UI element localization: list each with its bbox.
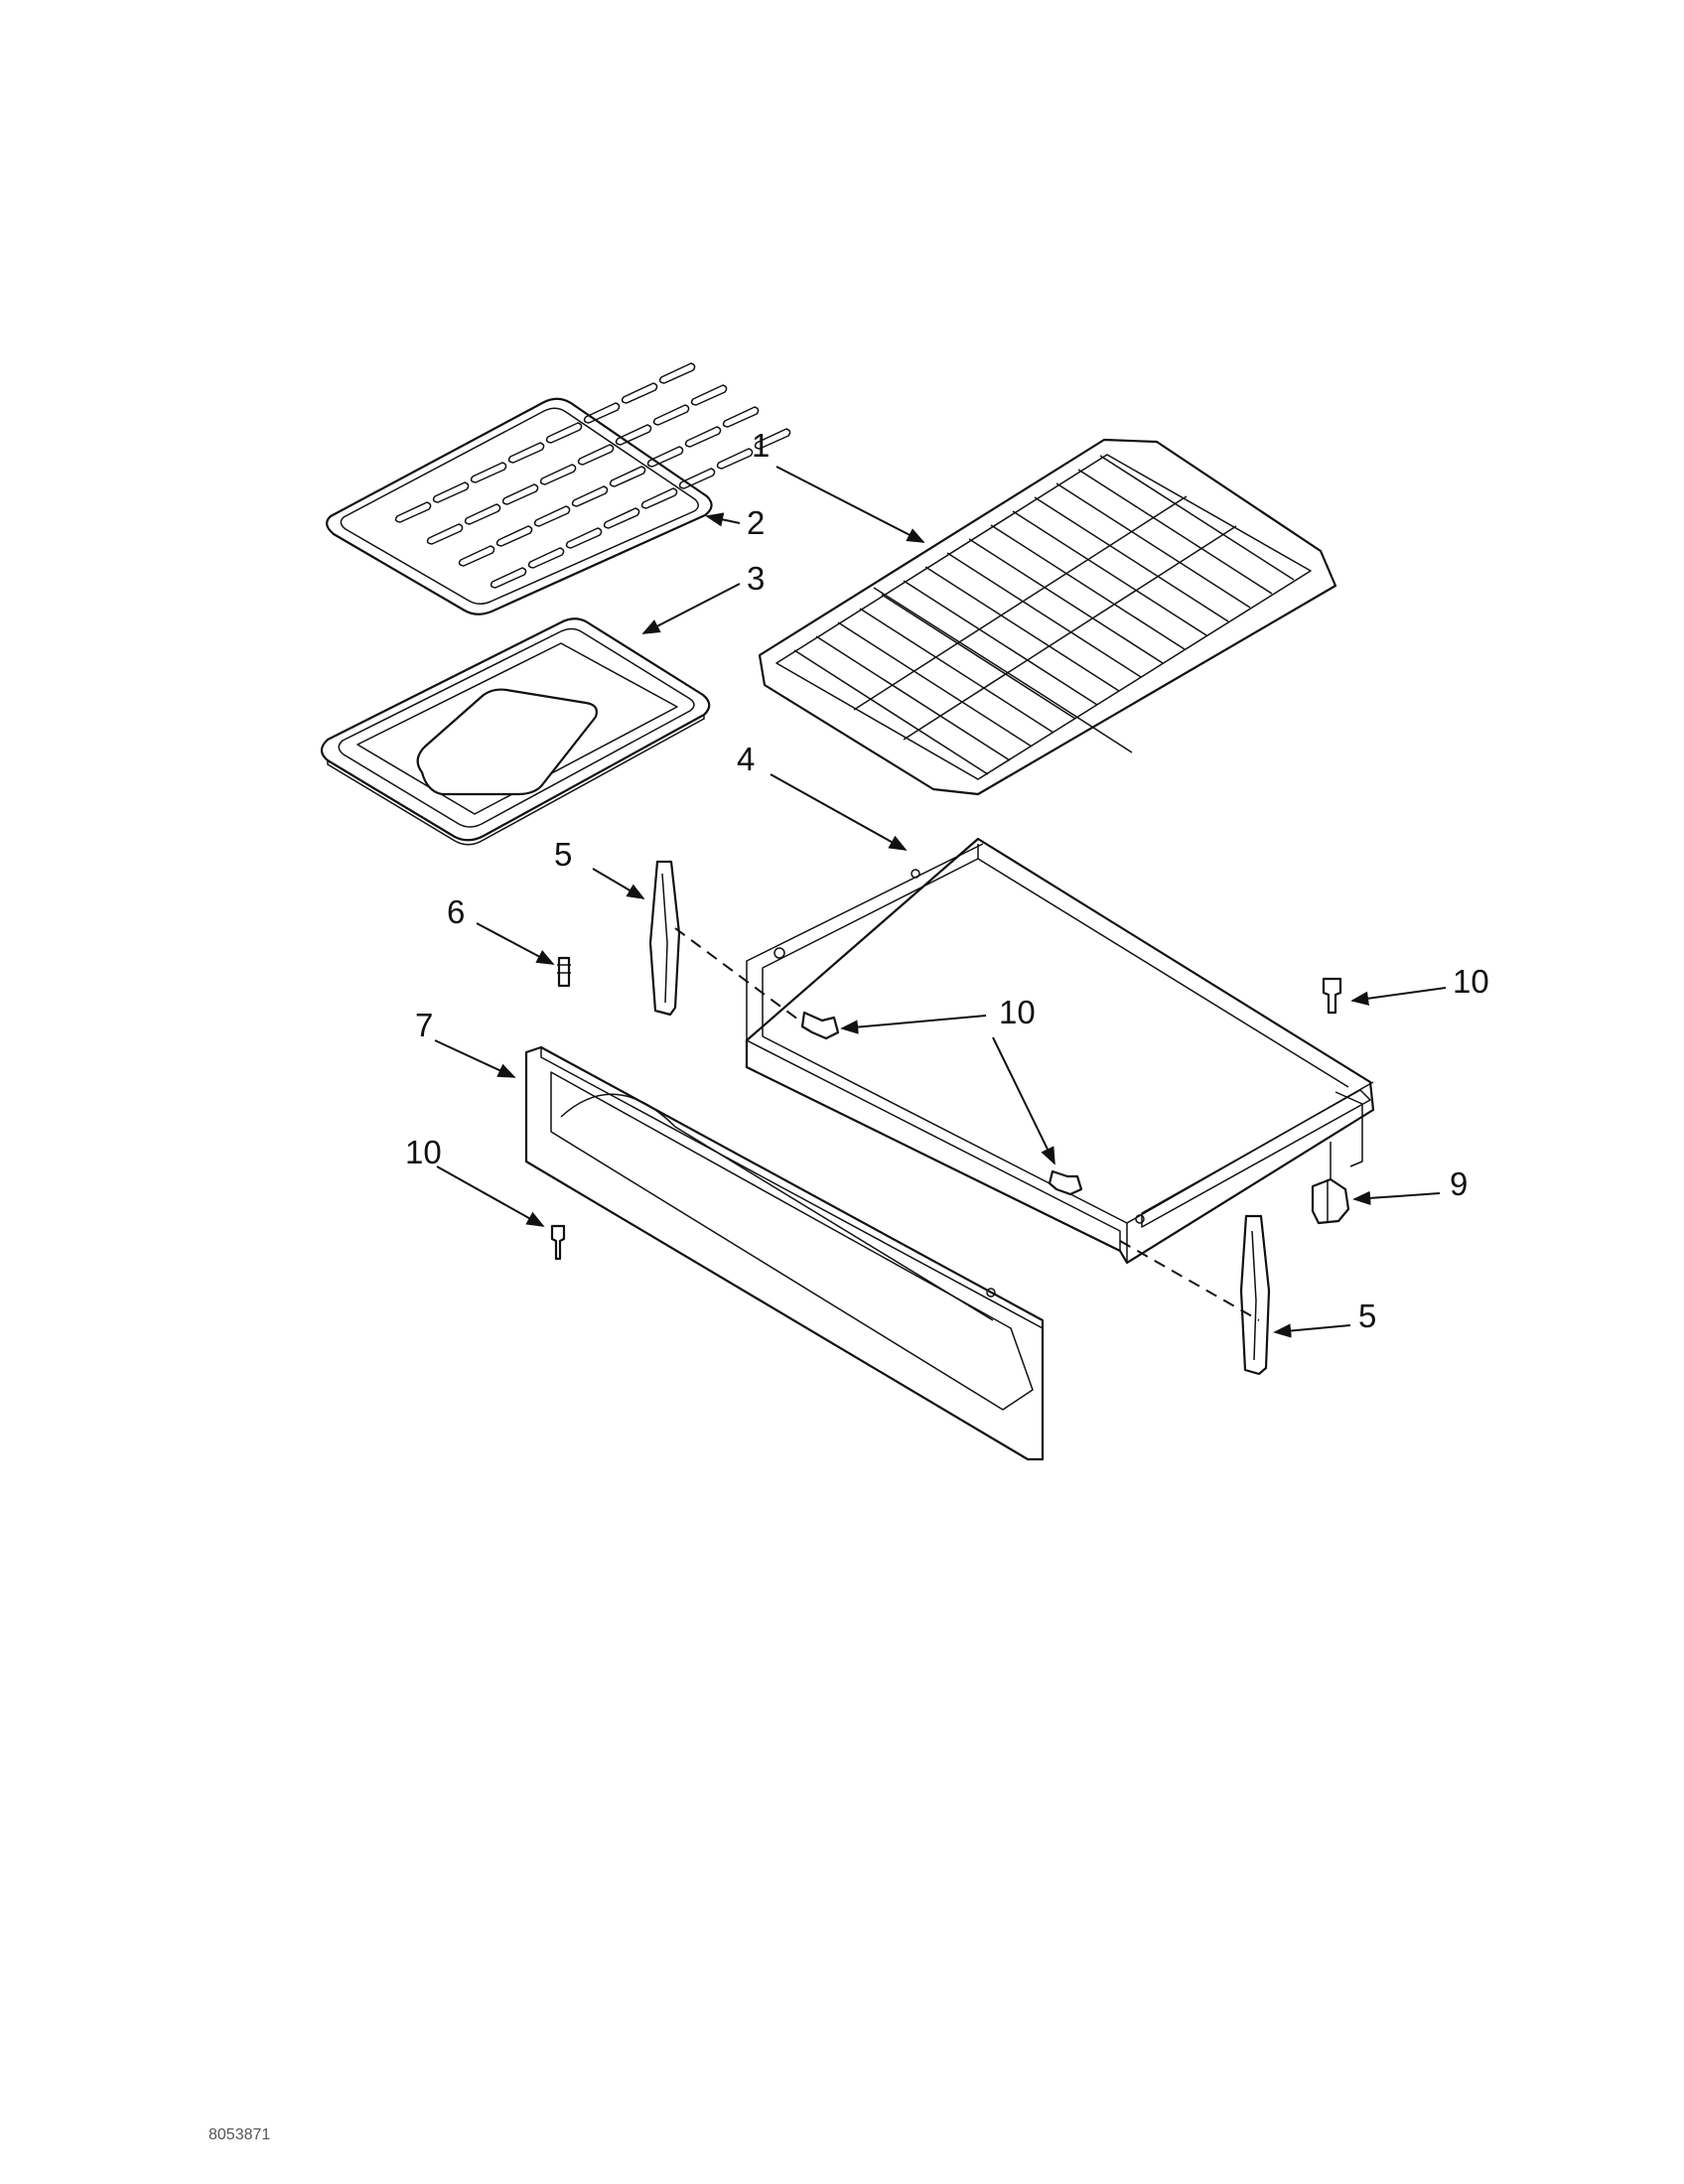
callout-10-center: 10 [999, 994, 1036, 1030]
callout-9: 9 [1450, 1165, 1468, 1202]
rack-wire [1099, 455, 1295, 581]
callout-3: 3 [747, 560, 765, 597]
rack-wire [968, 538, 1164, 664]
grid-slot [678, 468, 716, 489]
rack-wire [903, 580, 1098, 706]
grid-slot [527, 547, 565, 569]
callout-4: 4 [737, 741, 755, 777]
rack-wire [815, 635, 1011, 761]
grid-slot [615, 424, 652, 446]
storage-drawer-body [745, 837, 1375, 1265]
callout-10-left: 10 [405, 1134, 442, 1170]
grid-slot [458, 545, 495, 567]
grid-slot [426, 523, 464, 545]
drawer-slide-left [648, 860, 681, 1017]
grid-slot [545, 422, 583, 444]
callout-2: 2 [747, 504, 765, 541]
screw-lower-center [1048, 1169, 1083, 1196]
screw-lower-left [550, 1224, 566, 1261]
grid-slot [571, 485, 609, 507]
leader-lines [434, 466, 1447, 1338]
grid-slot [754, 428, 791, 450]
grid-slot [716, 448, 754, 470]
grid-slot [394, 501, 432, 523]
broiler-pan [320, 617, 711, 846]
rack-wire [1077, 469, 1273, 595]
grid-slot [470, 462, 507, 483]
grid-slot [722, 406, 760, 428]
grid-slot [621, 382, 658, 404]
drawer-stop-part-9 [1311, 1142, 1350, 1225]
rack-wire [837, 621, 1033, 748]
grid-slot [640, 487, 678, 509]
rack-wire [924, 566, 1120, 692]
screw-right-upper [1322, 977, 1342, 1015]
drawer-slide-right [1239, 1214, 1271, 1376]
grid-slot [432, 481, 470, 503]
grid-slot [533, 505, 571, 527]
callout-6: 6 [447, 893, 465, 930]
rack-wire [793, 649, 989, 775]
oven-rack [758, 438, 1337, 796]
rack-wire [990, 524, 1186, 650]
rack-wire [859, 608, 1054, 734]
callout-5-left: 5 [554, 836, 572, 873]
grid-slot [609, 466, 646, 487]
grid-slot [507, 442, 545, 464]
grid-slot [577, 444, 615, 466]
grid-slot [658, 362, 696, 384]
grid-slot [690, 384, 728, 406]
alignment-line-right [1119, 1240, 1260, 1321]
rack-wire [881, 594, 1076, 720]
grid-slot [603, 507, 640, 529]
grid-slot [501, 483, 539, 505]
stud-part-6 [557, 956, 571, 988]
grid-slot [652, 404, 690, 426]
grid-slot [684, 426, 722, 448]
rack-wire [1034, 496, 1229, 622]
screw-center [800, 1011, 840, 1040]
grid-slot [490, 567, 527, 589]
diagram-code: 8053871 [209, 2126, 270, 2143]
callout-5-right: 5 [1358, 1297, 1376, 1334]
grid-slot [565, 527, 603, 549]
rack-wire [1055, 482, 1251, 609]
broiler-pan-grid [326, 362, 791, 615]
rack-wire [1012, 510, 1207, 636]
grid-slot [464, 503, 501, 525]
grid-slot [583, 402, 621, 424]
drawer-front-panel [524, 1045, 1045, 1461]
callout-7: 7 [415, 1007, 433, 1043]
callout-10-right: 10 [1453, 963, 1489, 1000]
alignment-line-left [674, 927, 803, 1024]
callout-1: 1 [752, 427, 770, 464]
grid-slot [495, 525, 533, 547]
grid-slot [539, 464, 577, 485]
grid-slot [646, 446, 684, 468]
rack-wire [946, 552, 1142, 678]
